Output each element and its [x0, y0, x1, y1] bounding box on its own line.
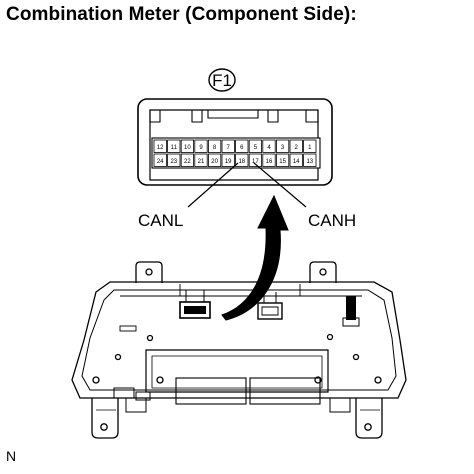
pin-number: 14 [293, 159, 300, 165]
pin-cell [235, 153, 249, 167]
pin-number: 17 [252, 159, 259, 165]
pin-number: 10 [184, 145, 191, 151]
pin-number: 7 [227, 145, 231, 151]
pin-number: 1 [308, 145, 312, 151]
pin-number: 4 [267, 145, 271, 151]
pin-cell [303, 153, 317, 167]
canl-leader-line [187, 162, 239, 208]
pin-number: 18 [238, 159, 245, 165]
pin-number: 6 [240, 145, 244, 151]
combination-meter-body [71, 261, 407, 439]
pin-cell [194, 139, 208, 153]
pin-cell [221, 139, 235, 153]
pin-cell [153, 139, 167, 153]
pin-cell [221, 153, 235, 167]
pin-cell [289, 139, 303, 153]
pin-number: 23 [170, 159, 177, 165]
pin-cell [180, 139, 194, 153]
pin-cell [289, 153, 303, 167]
pin-cell [248, 153, 262, 167]
pin-number: 2 [295, 145, 299, 151]
pin-cell [167, 153, 181, 167]
connector-id-badge: F1 [208, 68, 236, 92]
pin-number: 12 [157, 145, 164, 151]
pin-cell [262, 153, 276, 167]
pin-number: 21 [198, 159, 205, 165]
pin-cell [275, 139, 290, 153]
figure-code: N [6, 448, 17, 464]
pin-number: 13 [306, 159, 313, 165]
pin-number: 3 [281, 145, 285, 151]
pin-cell [194, 153, 208, 167]
pin-cell [207, 153, 222, 167]
canl-label: CANL [138, 211, 183, 230]
pin-cell [180, 153, 194, 167]
pin-cell [275, 153, 290, 167]
pin-cell [303, 139, 317, 153]
pin-number: 11 [171, 145, 178, 151]
pin-number: 24 [157, 159, 164, 165]
pin-cell [248, 139, 262, 153]
pin-number: 20 [211, 159, 218, 165]
pin-cell [235, 139, 249, 153]
connector-id: F1 [212, 71, 232, 90]
canh-leader-line [253, 162, 307, 208]
pin-cell [207, 139, 222, 153]
canh-label: CANH [308, 211, 356, 230]
pin-number: 22 [184, 159, 191, 165]
pin-number: 15 [279, 159, 286, 165]
pin-number: 16 [266, 159, 273, 165]
pin-cell [167, 139, 181, 153]
pin-cell [262, 139, 276, 153]
pin-cell [153, 153, 167, 167]
pin-number: 19 [225, 159, 232, 165]
pin-number: 9 [199, 145, 203, 151]
pin-number: 5 [254, 145, 258, 151]
curved-arrow-icon [221, 194, 289, 321]
page-title: Combination Meter (Component Side): [6, 4, 357, 25]
pin-number: 8 [213, 145, 217, 151]
